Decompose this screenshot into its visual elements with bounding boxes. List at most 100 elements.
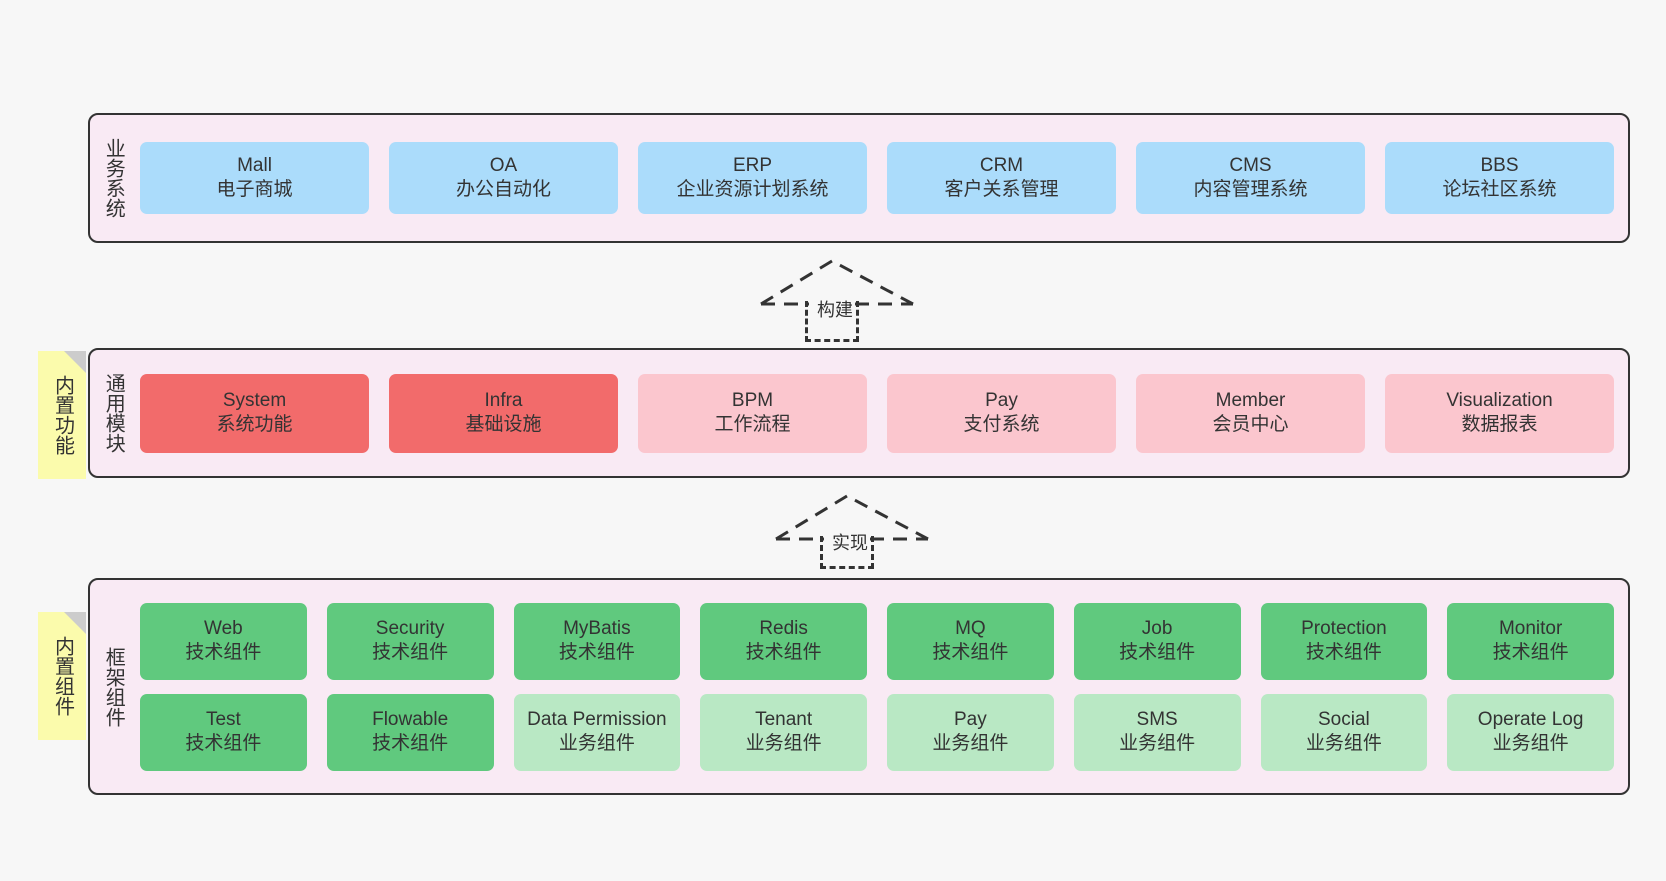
layer-title-framework: 框架组件 [102,646,125,727]
cell-web[interactable]: Web 技术组件 [140,602,307,680]
cell-title: Pay [954,708,987,730]
arrow-label-build: 构建 [817,300,853,320]
cell-security[interactable]: Security 技术组件 [326,602,494,680]
note-text: 内置功能 [51,375,74,455]
cell-title: Social [1318,708,1370,730]
cell-subtitle: 论坛社区系统 [1442,179,1557,200]
cell-subtitle: 客户关系管理 [944,179,1059,200]
cell-subtitle: 支付系统 [963,414,1040,435]
cell-title: CMS [1229,154,1272,176]
cell-title: MyBatis [563,617,631,639]
cell-subtitle: 技术组件 [185,642,262,663]
cell-subtitle: 内容管理系统 [1193,179,1308,200]
layer-framework-components: 框架组件 Web 技术组件 Security 技术组件 MyBatis 技术组件… [88,578,1630,795]
cell-title: Monitor [1498,617,1563,639]
cell-title: Web [204,617,243,639]
cell-subtitle: 业务组件 [932,733,1009,754]
cell-subtitle: 业务组件 [1492,733,1569,754]
layer-body-framework: Web 技术组件 Security 技术组件 MyBatis 技术组件 Redi… [136,580,1628,793]
cell-subtitle: 技术组件 [745,642,822,663]
cell-title: Data Permission [527,708,667,730]
cell-bbs[interactable]: BBS 论坛社区系统 [1385,142,1614,214]
cell-protection[interactable]: Protection 技术组件 [1260,602,1428,680]
cell-title: Infra [484,389,523,411]
cell-subtitle: 业务组件 [1305,733,1382,754]
cell-subtitle: 技术组件 [372,733,449,754]
cell-title: System [222,389,287,411]
note-builtin-components: 内置组件 [38,612,86,740]
cell-title: Member [1215,389,1286,411]
cell-title: MQ [955,617,986,639]
arrow-shaft [805,301,859,342]
cell-title: Tenant [755,708,813,730]
cell-subtitle: 技术组件 [558,642,635,663]
cell-mall[interactable]: Mall 电子商城 [140,142,369,214]
layer-title-business: 业务系统 [102,138,125,218]
cell-title: Operate Log [1477,708,1584,730]
arrow-label-implement: 实现 [832,533,868,553]
cell-mq[interactable]: MQ 技术组件 [887,602,1054,680]
note-builtin-functions: 内置功能 [38,351,86,479]
cell-member[interactable]: Member 会员中心 [1136,373,1365,453]
cell-title: Protection [1301,617,1387,639]
cell-title: CRM [979,154,1024,176]
note-text: 内置组件 [51,636,74,716]
arrow-implement: 实现 [772,492,932,569]
cell-infra[interactable]: Infra 基础设施 [389,373,618,453]
layer-body-business: Mall 电子商城 OA 办公自动化 ERP 企业资源计划系统 CRM 客户关系… [136,115,1628,241]
cell-flowable[interactable]: Flowable 技术组件 [326,693,494,771]
cell-title: BPM [731,389,774,411]
note-fold-corner-icon [64,351,86,373]
layer-row: Mall 电子商城 OA 办公自动化 ERP 企业资源计划系统 CRM 客户关系… [140,142,1614,214]
cell-title: ERP [732,154,773,176]
layer-common-modules: 通用模块 System 系统功能 Infra 基础设施 BPM 工作流程 Pay… [88,348,1630,478]
cell-subtitle: 技术组件 [1492,642,1569,663]
cell-cms[interactable]: CMS 内容管理系统 [1136,142,1365,214]
cell-redis[interactable]: Redis 技术组件 [700,602,867,680]
cell-title: Flowable [372,708,449,730]
cell-title: SMS [1136,708,1178,730]
cell-tenant[interactable]: Tenant 业务组件 [700,693,867,771]
layer-body-modules: System 系统功能 Infra 基础设施 BPM 工作流程 Pay 支付系统… [136,350,1628,476]
cell-subtitle: 办公自动化 [455,179,551,200]
cell-title: Redis [759,617,808,639]
cell-subtitle: 技术组件 [1119,642,1196,663]
cell-title: Pay [985,389,1018,411]
cell-pay[interactable]: Pay 支付系统 [887,373,1116,453]
cell-subtitle: 基础设施 [465,414,542,435]
cell-title: OA [489,154,518,176]
cell-test[interactable]: Test 技术组件 [140,693,307,771]
arrow-head-icon [775,494,929,541]
arrow-head-icon [760,259,914,306]
cell-system[interactable]: System 系统功能 [140,373,369,453]
cell-subtitle: 电子商城 [216,179,293,200]
cell-subtitle: 业务组件 [745,733,822,754]
cell-visualization[interactable]: Visualization 数据报表 [1385,373,1614,453]
cell-subtitle: 企业资源计划系统 [676,179,829,200]
cell-title: Test [205,708,241,730]
cell-social[interactable]: Social 业务组件 [1260,693,1428,771]
cell-bpm[interactable]: BPM 工作流程 [638,373,867,453]
cell-data-permission[interactable]: Data Permission 业务组件 [513,693,681,771]
cell-erp[interactable]: ERP 企业资源计划系统 [638,142,867,214]
cell-subtitle: 技术组件 [185,733,262,754]
cell-subtitle: 技术组件 [372,642,449,663]
layer-title-modules: 通用模块 [102,373,125,453]
cell-pay-business[interactable]: Pay 业务组件 [887,693,1054,771]
layer-row: System 系统功能 Infra 基础设施 BPM 工作流程 Pay 支付系统… [140,373,1614,453]
cell-subtitle: 工作流程 [714,414,791,435]
cell-subtitle: 技术组件 [932,642,1009,663]
layer-business-system: 业务系统 Mall 电子商城 OA 办公自动化 ERP 企业资源计划系统 CRM… [88,113,1630,243]
cell-crm[interactable]: CRM 客户关系管理 [887,142,1116,214]
note-fold-corner-icon [64,612,86,634]
cell-monitor[interactable]: Monitor 技术组件 [1447,602,1614,680]
cell-mybatis[interactable]: MyBatis 技术组件 [513,602,681,680]
cell-oa[interactable]: OA 办公自动化 [389,142,618,214]
cell-subtitle: 系统功能 [216,414,293,435]
arrow-build: 构建 [757,257,917,342]
layer-row: Web 技术组件 Security 技术组件 MyBatis 技术组件 Redi… [140,602,1614,680]
cell-operate-log[interactable]: Operate Log 业务组件 [1447,693,1614,771]
cell-sms[interactable]: SMS 业务组件 [1073,693,1241,771]
cell-job[interactable]: Job 技术组件 [1073,602,1241,680]
